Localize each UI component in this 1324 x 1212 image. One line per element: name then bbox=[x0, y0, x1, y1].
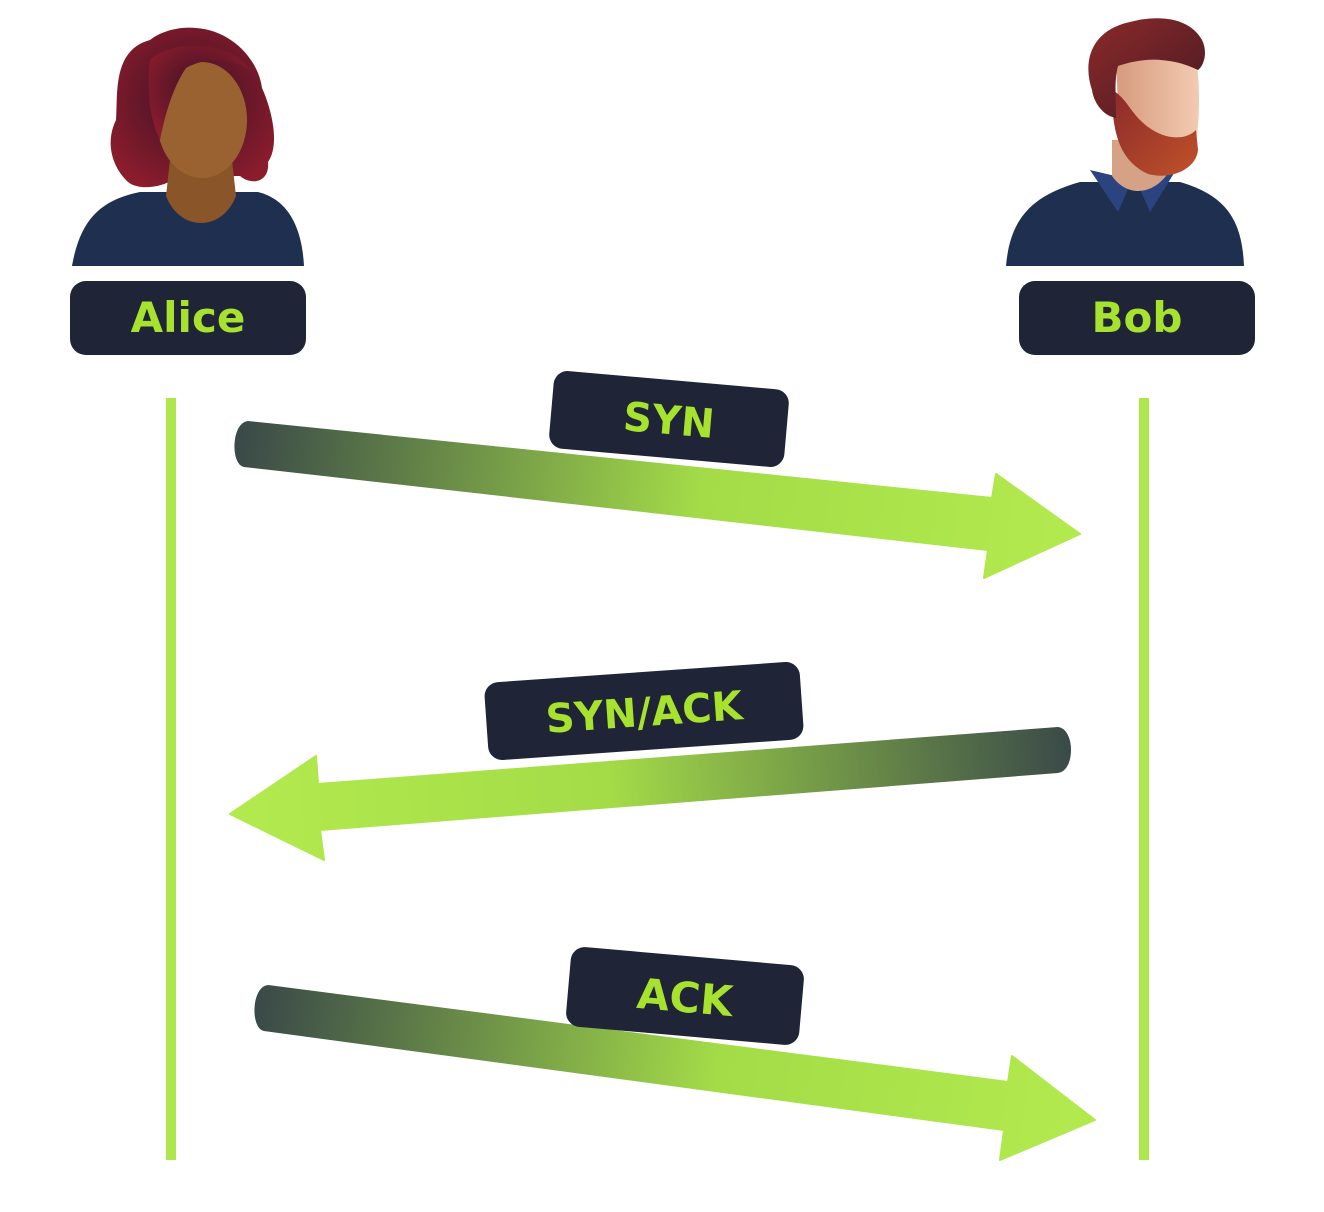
participant-label-box bbox=[70, 281, 306, 355]
participant-name: Alice bbox=[131, 293, 246, 342]
participant-label-box bbox=[1019, 281, 1255, 355]
woman-avatar-icon bbox=[72, 27, 304, 266]
lifeline-alice bbox=[166, 398, 176, 1160]
bearded-man-avatar-icon bbox=[1006, 18, 1244, 266]
message-arrow-ack bbox=[254, 985, 1096, 1161]
participant-alice: Alice bbox=[70, 281, 306, 355]
message-label-text: SYN bbox=[621, 394, 716, 448]
participant-name: Bob bbox=[1092, 293, 1183, 342]
message-arrow-syn-ack bbox=[229, 727, 1071, 861]
message-label-box bbox=[566, 947, 804, 1045]
message-label-ack: ACK bbox=[566, 947, 804, 1045]
message-label-syn: SYN bbox=[549, 371, 789, 467]
participant-bob: Bob bbox=[1019, 281, 1255, 355]
message-label-box bbox=[549, 371, 789, 467]
lifeline-bob bbox=[1139, 398, 1149, 1160]
message-label-text: ACK bbox=[635, 969, 736, 1026]
message-label-box bbox=[484, 662, 804, 760]
message-arrow-syn bbox=[234, 421, 1081, 579]
message-label-syn-ack: SYN/ACK bbox=[484, 662, 804, 760]
